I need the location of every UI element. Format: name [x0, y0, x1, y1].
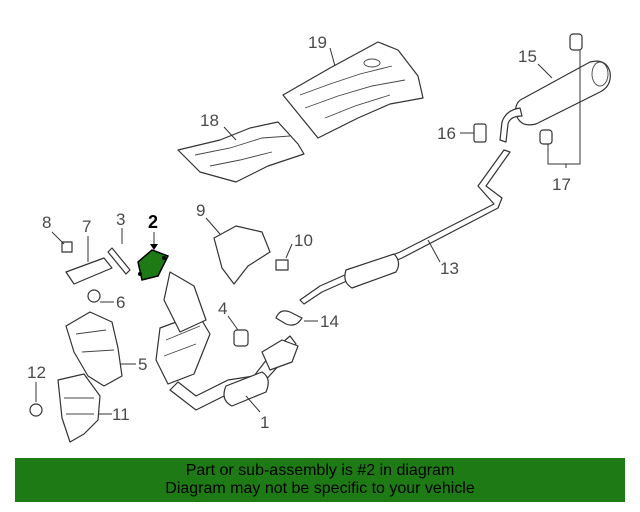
part-8-bolt[interactable] — [61, 241, 73, 253]
callout-17[interactable]: 17 — [552, 175, 571, 194]
leader-1 — [245, 395, 261, 413]
part-7-bracket[interactable] — [65, 257, 113, 285]
part-16-clamp[interactable] — [473, 123, 487, 143]
part-10-bolt[interactable] — [275, 259, 289, 271]
callout-13[interactable]: 13 — [440, 259, 459, 278]
leader-8 — [51, 231, 65, 245]
callout-1[interactable]: 1 — [260, 413, 269, 432]
part-6-bolt[interactable] — [87, 289, 101, 303]
callout-4[interactable]: 4 — [218, 299, 227, 318]
leader-17 — [547, 50, 581, 168]
part-12-nut[interactable] — [29, 403, 43, 417]
leader-18 — [223, 126, 237, 141]
leader-19 — [329, 47, 336, 67]
banner-line-2: Diagram may not be specific to your vehi… — [165, 480, 475, 497]
callout-11[interactable]: 11 — [112, 405, 130, 424]
info-banner: Part or sub-assembly is #2 in diagram Di… — [15, 458, 625, 502]
callout-16[interactable]: 16 — [437, 124, 456, 143]
callout-8[interactable]: 8 — [42, 213, 51, 232]
callout-9[interactable]: 9 — [196, 201, 205, 220]
callout-19[interactable]: 19 — [308, 33, 327, 52]
part-19-heat-shield[interactable] — [282, 41, 424, 139]
callout-3[interactable]: 3 — [116, 210, 125, 229]
part-13-intermediate-pipe[interactable] — [299, 149, 511, 305]
part-1-converter-pipe[interactable] — [169, 335, 299, 411]
part-catalyst — [155, 271, 211, 385]
callout-15[interactable]: 15 — [518, 47, 537, 66]
part-3-stud[interactable] — [107, 247, 131, 275]
leader-2-arrow — [150, 244, 158, 250]
callout-18[interactable]: 18 — [200, 111, 219, 130]
part-5-heat-shield[interactable] — [65, 311, 123, 387]
callout-14[interactable]: 14 — [320, 312, 339, 331]
part-11-heat-shield[interactable] — [57, 373, 101, 443]
callout-7[interactable]: 7 — [82, 217, 91, 236]
callout-12[interactable]: 12 — [27, 363, 46, 382]
leader-15 — [537, 63, 553, 79]
callout-6[interactable]: 6 — [116, 293, 125, 312]
callout-5[interactable]: 5 — [138, 355, 147, 374]
part-18-heat-shield[interactable] — [177, 121, 305, 183]
leader-13 — [427, 239, 441, 263]
leader-9 — [205, 217, 221, 235]
part-17-hangers[interactable] — [539, 33, 583, 145]
part-2-gasket[interactable] — [137, 249, 170, 281]
leader-4 — [227, 315, 239, 331]
leader-10 — [285, 243, 293, 259]
part-9-shield[interactable] — [213, 225, 271, 285]
part-14-gasket[interactable] — [275, 310, 303, 326]
banner-line-1: Part or sub-assembly is #2 in diagram — [185, 462, 455, 479]
callout-10[interactable]: 10 — [294, 231, 313, 250]
part-4-hanger[interactable] — [233, 329, 249, 347]
exhaust-parts-diagram: 19 18 15 16 17 13 14 1 — [27, 33, 611, 443]
part-15-muffler[interactable] — [499, 60, 611, 143]
callout-2[interactable]: 2 — [148, 212, 158, 232]
